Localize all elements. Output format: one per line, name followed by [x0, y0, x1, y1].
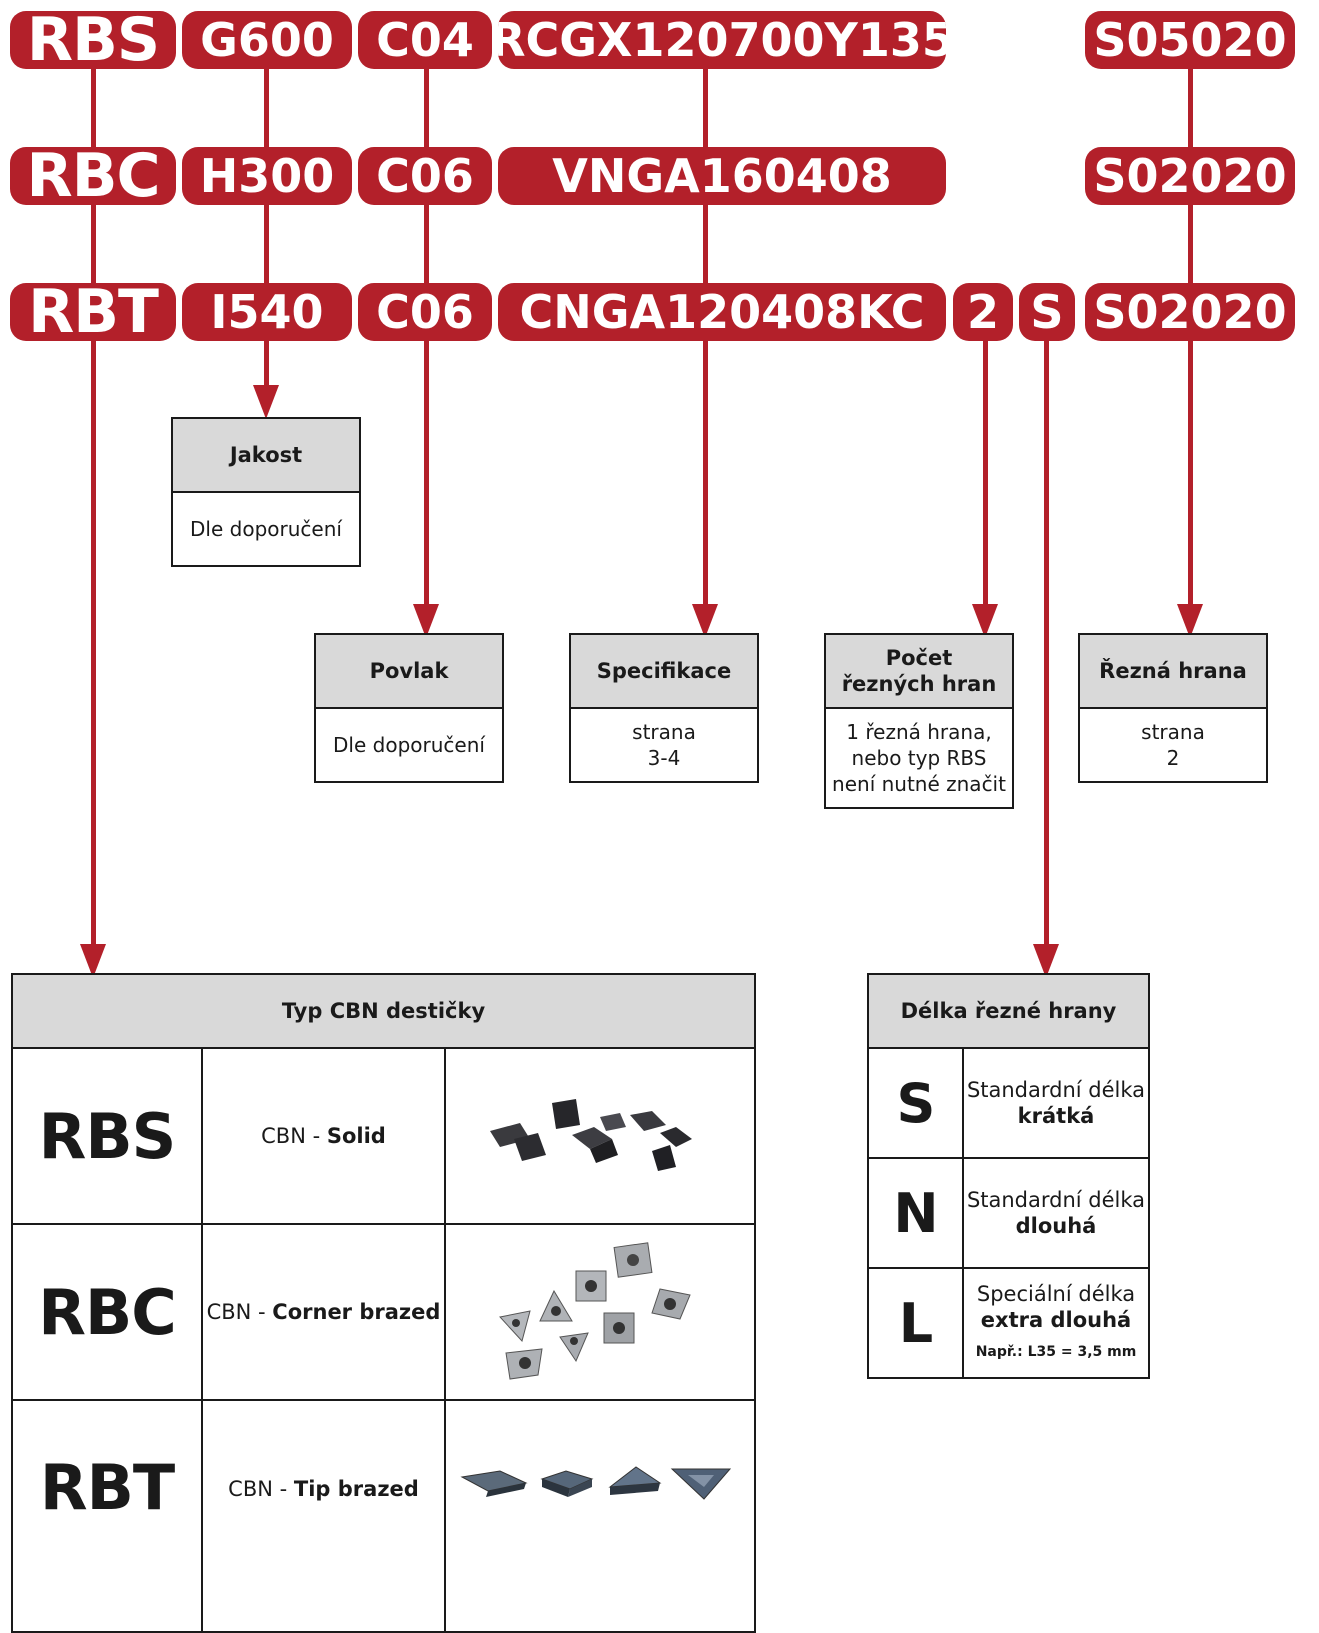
cbn-description: CBN - Solid [203, 1049, 446, 1223]
connector-grade [264, 60, 269, 390]
length-letter: N [869, 1159, 964, 1267]
code-pill-grade: I540 [182, 283, 352, 341]
edges-box-line1: 1 řezná hrana, [846, 720, 992, 744]
cbn-prefix: CBN - [228, 1477, 294, 1501]
code-pill-grade: H300 [182, 147, 352, 205]
length-line1: Standardní délka [966, 1078, 1146, 1102]
spec-box-body: strana 3-4 [571, 709, 757, 781]
edges-box-title-line1: Počet [885, 646, 953, 670]
table-row: RBC CBN - Corner brazed [13, 1225, 754, 1401]
cbn-prefix: CBN - [261, 1124, 327, 1148]
cbn-code: RBC [13, 1225, 203, 1399]
length-line2: dlouhá [1015, 1214, 1097, 1238]
edge-prep-box-line1: strana [1141, 720, 1205, 744]
connector-type [91, 60, 96, 950]
code-pill-type: RBC [10, 147, 176, 205]
edges-box-title: Počet řezných hran [826, 635, 1012, 709]
edges-box-line3: není nutné značit [832, 772, 1006, 796]
grade-box-body: Dle doporučení [190, 517, 342, 541]
spec-box-line1: strana [632, 720, 696, 744]
grade-box-title: Jakost [173, 419, 359, 493]
code-pill-edge-prep: S02020 [1085, 147, 1295, 205]
code-pill-coating: C06 [358, 283, 492, 341]
code-pill-grade: G600 [182, 11, 352, 69]
solid-cbn-inserts-image [446, 1049, 754, 1223]
edge-length-table-title: Délka řezné hrany [869, 975, 1148, 1049]
arrow-length [1033, 944, 1059, 978]
edge-prep-box-line2: 2 [1166, 746, 1180, 770]
cbn-description: CBN - Tip brazed [203, 1401, 446, 1633]
coating-box-body: Dle doporučení [333, 733, 485, 757]
edges-box-line2: nebo typ RBS [851, 746, 987, 770]
coating-box: Povlak Dle doporučení [314, 633, 504, 783]
coating-box-title: Povlak [316, 635, 502, 709]
code-pill-spec: CNGA120408KC [498, 283, 946, 341]
connector-length [1044, 330, 1049, 950]
corner-brazed-inserts-image [446, 1225, 754, 1399]
cbn-code: RBS [13, 1049, 203, 1223]
length-description: Standardní délka dlouhá [964, 1159, 1148, 1267]
spec-box-line2: 3-4 [647, 746, 681, 770]
length-description: Standardní délka krátká [964, 1049, 1148, 1157]
edges-box: Počet řezných hran 1 řezná hrana, nebo t… [824, 633, 1014, 809]
cbn-prefix: CBN - [206, 1300, 273, 1324]
connector-edges [983, 330, 988, 610]
code-pill-edge-prep: S02020 [1085, 283, 1295, 341]
length-note: Např.: L35 = 3,5 mm [975, 1344, 1137, 1360]
length-line1: Standardní délka [966, 1188, 1146, 1212]
table-row: L Speciální délka extra dlouhá Např.: L3… [869, 1269, 1148, 1377]
arrow-grade [253, 385, 279, 419]
cbn-type-name: Corner brazed [272, 1300, 441, 1324]
arrow-spec [692, 604, 718, 638]
length-line1: Speciální délka [976, 1282, 1136, 1306]
code-pill-coating: C04 [358, 11, 492, 69]
code-pill-length: S [1019, 283, 1075, 341]
edge-prep-box: Řezná hrana strana 2 [1078, 633, 1268, 783]
edge-prep-box-title: Řezná hrana [1080, 635, 1266, 709]
arrow-edge-prep [1177, 604, 1203, 638]
arrow-coating [413, 604, 439, 638]
edges-box-title-line2: řezných hran [841, 672, 997, 696]
edge-length-table: Délka řezné hrany S Standardní délka krá… [867, 973, 1150, 1379]
code-pill-edge-prep: S05020 [1085, 11, 1295, 69]
code-pill-coating: C06 [358, 147, 492, 205]
code-pill-spec: RCGX120700Y135 [498, 11, 946, 69]
cbn-code: RBT [13, 1401, 203, 1633]
length-description: Speciální délka extra dlouhá Např.: L35 … [964, 1269, 1148, 1377]
arrow-type [80, 944, 106, 978]
code-pill-spec: VNGA160408 [498, 147, 946, 205]
cbn-type-name: Solid [326, 1124, 386, 1148]
table-row: N Standardní délka dlouhá [869, 1159, 1148, 1269]
cbn-type-name: Tip brazed [293, 1477, 419, 1501]
code-pill-type: RBS [10, 11, 176, 69]
spec-box-title: Specifikace [571, 635, 757, 709]
grade-box: Jakost Dle doporučení [171, 417, 361, 567]
table-row: S Standardní délka krátká [869, 1049, 1148, 1159]
length-line2: krátká [1017, 1104, 1095, 1128]
cbn-description: CBN - Corner brazed [203, 1225, 446, 1399]
arrow-edges [972, 604, 998, 638]
spec-box: Specifikace strana 3-4 [569, 633, 759, 783]
length-line2: extra dlouhá [980, 1308, 1132, 1332]
cbn-type-table-title: Typ CBN destičky [13, 975, 754, 1049]
length-letter: S [869, 1049, 964, 1157]
code-pill-edges: 2 [953, 283, 1013, 341]
code-pill-type: RBT [10, 283, 176, 341]
edges-box-body: 1 řezná hrana, nebo typ RBS není nutné z… [826, 709, 1012, 807]
edge-prep-box-body: strana 2 [1080, 709, 1266, 781]
cbn-type-table: Typ CBN destičky RBS CBN - Solid RBC CBN… [11, 973, 756, 1633]
tip-brazed-inserts-image [446, 1401, 754, 1633]
table-row: RBS CBN - Solid [13, 1049, 754, 1225]
table-row: RBT CBN - Tip brazed [13, 1401, 754, 1633]
length-letter: L [869, 1269, 964, 1377]
